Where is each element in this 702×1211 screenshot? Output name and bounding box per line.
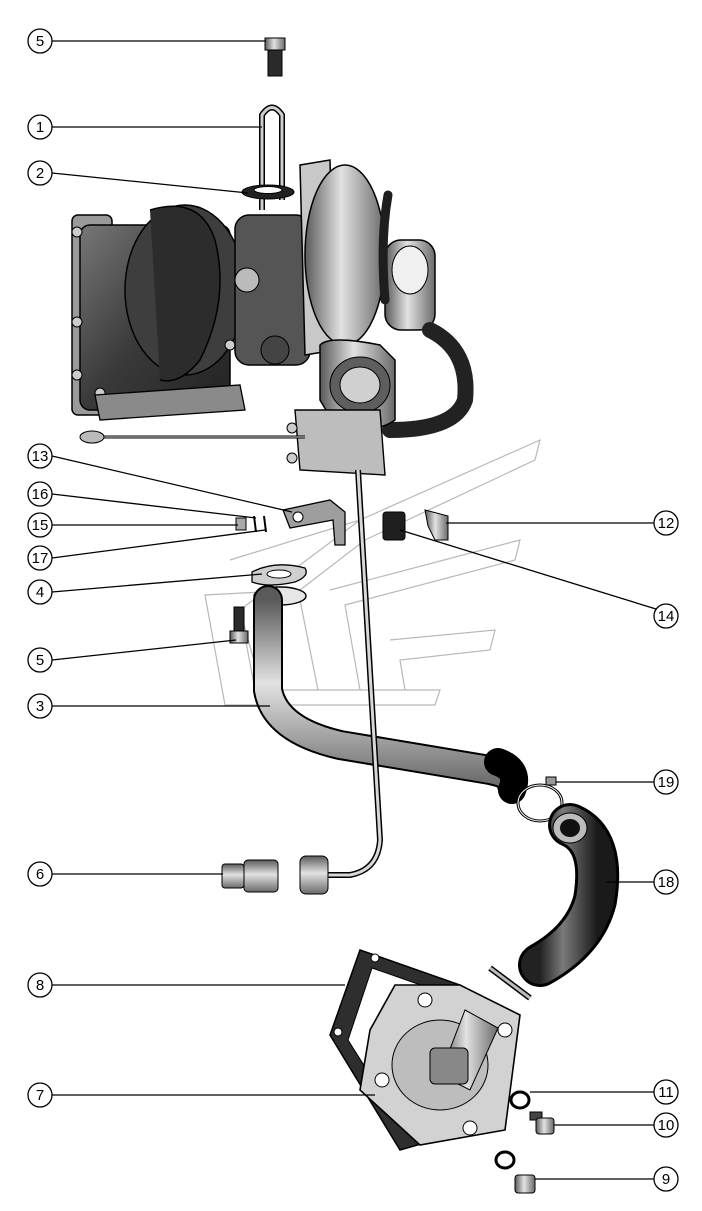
svg-text:14: 14 [658,608,675,625]
callout-4: 4 [27,573,263,605]
rubber-hose [518,803,620,987]
svg-text:15: 15 [32,517,49,534]
callout-17: 17 [27,529,266,571]
bracket [282,499,346,546]
svg-text:11: 11 [658,1084,674,1101]
pin [488,965,532,1001]
callout-5-top: 5 [27,28,266,54]
svg-text:7: 7 [36,1087,44,1104]
pipe-gasket [251,564,307,586]
callout-10: 10 [554,1112,679,1138]
svg-text:8: 8 [36,977,44,994]
svg-text:12: 12 [658,515,675,532]
svg-text:18: 18 [658,874,675,891]
callout-15: 15 [27,512,238,538]
callout-14: 14 [399,529,679,629]
svg-text:6: 6 [36,866,44,883]
callout-18: 18 [606,869,679,895]
svg-text:10: 10 [658,1117,675,1134]
callout-13: 13 [27,443,293,513]
callout-2: 2 [27,160,249,194]
svg-text:19: 19 [658,774,675,791]
svg-text:2: 2 [36,165,44,182]
oil-drain-pipe [253,585,529,804]
callout-11: 11 [530,1079,679,1105]
lifting-eye-bolt [259,104,285,210]
drain-plug-9 [514,1174,536,1194]
callout-12: 12 [446,510,679,536]
callout-5-lower: 5 [27,639,237,673]
callout-6: 6 [27,861,223,887]
svg-text:3: 3 [36,698,44,715]
hose-clamp [516,776,564,823]
callout-1: 1 [27,114,262,140]
callout-3: 3 [27,693,270,719]
bolt-top [264,37,286,77]
rubber-sleeve [382,511,406,541]
svg-text:5: 5 [36,652,44,669]
callout-16: 16 [27,481,257,519]
svg-text:5: 5 [36,33,44,50]
svg-text:9: 9 [662,1171,670,1188]
svg-text:16: 16 [32,486,49,503]
callout-8: 8 [27,972,345,998]
svg-text:4: 4 [36,584,44,601]
sump-adapter [359,984,521,1146]
watermark-logo [204,438,541,706]
washer [241,184,295,200]
svg-text:13: 13 [32,448,49,465]
pipe-connector [424,509,449,541]
sealing-washer-9 [494,1150,516,1170]
nut-and-washers [235,515,267,533]
svg-text:1: 1 [36,119,44,136]
sealing-washer-11 [509,1090,531,1110]
callout-9: 9 [535,1166,679,1192]
svg-text:17: 17 [32,550,49,567]
bolt-lower [229,606,249,644]
union-fitting [221,855,329,895]
drain-plug-10 [529,1111,555,1135]
callout-7: 7 [27,1082,375,1108]
turbocharger [71,159,474,476]
callout-19: 19 [556,769,679,795]
oil-supply-line [325,469,384,878]
